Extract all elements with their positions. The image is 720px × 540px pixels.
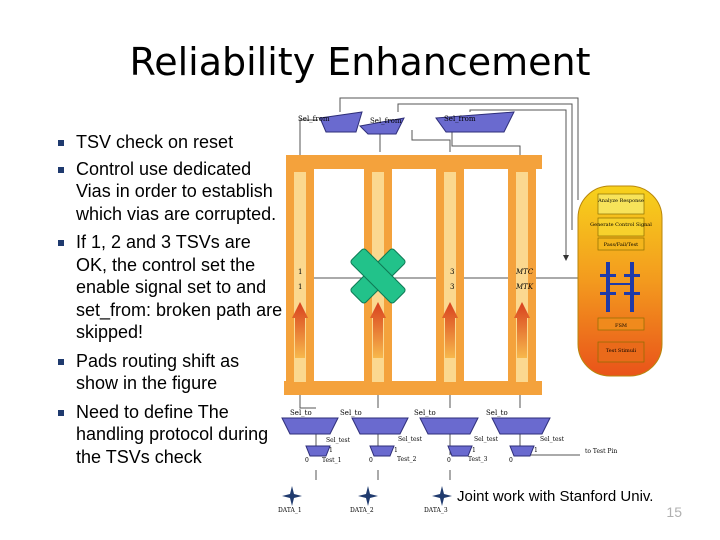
- mux-bit: 0: [447, 457, 451, 464]
- tsv-tag: MTK: [515, 283, 534, 291]
- bullet-square-icon: [58, 240, 64, 246]
- tsv-number: 1: [298, 268, 302, 276]
- top-mux: [358, 117, 405, 135]
- data-label: DATA_3: [424, 507, 448, 514]
- top-mux-group: Sel_from Sel_from Sel_from: [298, 111, 515, 135]
- bottom-mux: [281, 417, 339, 435]
- bullet-text: Need to define The handling protocol dur…: [76, 401, 269, 467]
- page-number: 15: [666, 504, 682, 520]
- bullet-text: If 1, 2 and 3 TSVs are OK, the control s…: [76, 232, 283, 342]
- mux-bit: 1: [472, 447, 476, 454]
- top-mux: [319, 111, 363, 133]
- sel-test-label: Sel_test: [540, 436, 565, 443]
- controller-block-label: Pass/Fail/Test: [604, 242, 638, 248]
- mux-bit: 1: [534, 447, 538, 454]
- bullet-text: TSV check on reset: [76, 132, 234, 152]
- test-label: Test_2: [397, 456, 417, 463]
- sel-test-label: Sel_test: [326, 437, 351, 444]
- test-controller: Analyze Response Generate Control Signal…: [577, 185, 663, 377]
- pad-star-icon: [358, 486, 378, 506]
- test-mux: [509, 445, 535, 457]
- bullet-list: TSV check on reset Control use dedicated…: [54, 131, 284, 468]
- bullet-item: Pads routing shift as show in the figure: [54, 350, 284, 395]
- bullet-square-icon: [58, 358, 64, 365]
- controller-block-label: Generate Control Signal: [590, 222, 652, 228]
- bullet-item: Need to define The handling protocol dur…: [54, 401, 284, 469]
- slide-title: Reliability Enhancement: [129, 40, 591, 84]
- bullet-item: If 1, 2 and 3 TSVs are OK, the control s…: [54, 231, 284, 344]
- tsv-number: 3: [450, 268, 454, 276]
- credit-text: Joint work with Stanford Univ.: [457, 488, 654, 505]
- bullet-text: Control use dedicated Vias in order to e…: [76, 158, 277, 224]
- test-label: Test_3: [468, 456, 488, 463]
- test-mux: [369, 445, 395, 457]
- register-icon: [600, 262, 640, 312]
- controller-block-label: FSM: [615, 323, 627, 329]
- pad-star-icon: [432, 486, 452, 506]
- pad-star-icon: [282, 486, 302, 506]
- mux-top-label: Sel_from: [370, 117, 402, 125]
- mux-bit: 0: [369, 457, 373, 464]
- mux-bit: 0: [305, 457, 309, 464]
- bottom-mux: [419, 417, 479, 435]
- bullet-square-icon: [58, 409, 64, 416]
- up-arrow-icon: [514, 302, 530, 358]
- bottom-mux-group: Sel_to Sel_to Sel_to Sel_to: [281, 409, 551, 435]
- bullet-item: TSV check on reset: [54, 131, 284, 154]
- mux-bottom-label: Sel_to: [486, 409, 508, 417]
- up-arrow-icon: [442, 302, 458, 358]
- tsv-number: 1: [298, 283, 302, 291]
- test-mux: [305, 445, 331, 457]
- bottom-rail: [284, 381, 542, 395]
- mux-top-label: Sel_from: [444, 115, 476, 123]
- bottom-mux: [491, 417, 551, 435]
- mux-bit: 1: [394, 447, 398, 454]
- mux-bit: 1: [329, 447, 333, 454]
- mux-bottom-label: Sel_to: [414, 409, 436, 417]
- data-label: DATA_1: [278, 507, 302, 514]
- up-arrow-icon: [370, 302, 386, 358]
- sel-test-label: Sel_test: [398, 436, 423, 443]
- test-pin-label: to Test Pin: [585, 448, 617, 455]
- top-rail: [286, 155, 542, 169]
- broken-tsv-cross-icon: [350, 248, 406, 304]
- tsv-number: 3: [450, 283, 454, 291]
- flow-arrows: [292, 302, 530, 358]
- test-label: Test_1: [322, 457, 341, 464]
- up-arrow-icon: [292, 302, 308, 358]
- sel-test-label: Sel_test: [474, 436, 499, 443]
- controller-block-label: Analyze Response: [597, 198, 644, 204]
- test-mux-group: Sel_test Sel_test Sel_test Sel_test Test…: [305, 436, 617, 464]
- bottom-mux: [351, 417, 409, 435]
- top-mux: [435, 111, 515, 133]
- bullet-item: Control use dedicated Vias in order to e…: [54, 158, 284, 226]
- mux-bottom-label: Sel_to: [340, 409, 362, 417]
- tsv-columns: [286, 162, 536, 390]
- tsv-tag: MTC: [515, 268, 534, 276]
- bullet-square-icon: [58, 166, 64, 173]
- bullet-square-icon: [58, 140, 64, 146]
- test-mux: [447, 445, 473, 457]
- mux-top-label: Sel_from: [298, 115, 330, 123]
- data-label: DATA_2: [350, 507, 374, 514]
- bullet-text: Pads routing shift as show in the figure: [76, 350, 240, 394]
- pads: DATA_1 DATA_2 DATA_3: [278, 486, 452, 514]
- controller-block-label: Test Stimuli: [606, 348, 637, 354]
- mux-bottom-label: Sel_to: [290, 409, 312, 417]
- mux-bit: 0: [509, 457, 513, 464]
